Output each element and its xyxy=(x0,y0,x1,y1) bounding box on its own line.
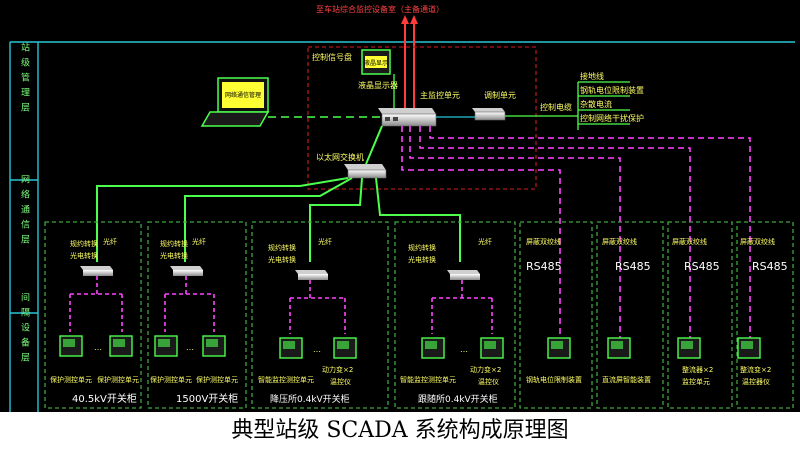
fiber-label: 光纤 xyxy=(318,237,332,246)
converter-label: 规约转换 xyxy=(268,243,296,252)
layer-label-management: 站级管理层 xyxy=(19,41,30,117)
rs485-box-1: 屏蔽双绞线 RS485 钢轨电位限制装置 xyxy=(526,237,582,384)
diagram-caption: 典型站级 SCADA 系统构成原理图 xyxy=(231,418,569,443)
cabinet-frames xyxy=(44,221,794,409)
converter-label: 光电转换 xyxy=(408,255,436,264)
scada-diagram: 站级管理层 网络通信层 间隔设备层 至车站综合监控设备室（主备通道） 控制信号盘… xyxy=(0,0,800,412)
ethernet-switch-label: 以太网交换机 xyxy=(316,152,364,162)
lcd-screen: 液晶显示 xyxy=(361,49,391,75)
laptop-icon: 网络通信管理 xyxy=(200,77,270,127)
device-label: 整流变×2 xyxy=(740,365,771,374)
control-panel-label: 控制信号盘 xyxy=(312,52,352,62)
unit-label: 保护测控单元 xyxy=(196,375,238,384)
modem-label: 调制单元 xyxy=(484,90,516,100)
device-label: 整流器×2 xyxy=(682,365,713,374)
rs485-label: RS485 xyxy=(752,260,788,273)
unit-label: 动力变×2 xyxy=(322,365,353,374)
fiber-trunk-lines xyxy=(96,177,461,262)
main-monitor-unit xyxy=(378,108,437,127)
main-monitor-label: 主监控单元 xyxy=(420,90,460,100)
converter-label: 光电转换 xyxy=(268,255,296,264)
cabinet-follow: 规约转换 光电转换 光纤 … 智能监控测控单元 动力变×2 温控仪 跟随所0.4… xyxy=(400,237,504,405)
control-center-frame xyxy=(307,46,537,190)
signal-item: 控制网络干扰保护 xyxy=(580,113,644,123)
cable-label: 屏蔽双绞线 xyxy=(740,237,775,246)
top-uplink-label: 至车站综合监控设备室（主备通道） xyxy=(316,4,444,14)
cabinet-step-down: 规约转换 光电转换 光纤 … 智能监控测控单元 动力变×2 温控仪 降压所0.4… xyxy=(258,237,357,405)
rs485-label: RS485 xyxy=(615,260,651,273)
rs485-box-2: 屏蔽双绞线 RS485 直流屏智能装置 xyxy=(602,237,651,384)
lcd-monitor-label: 液晶显示器 xyxy=(358,80,398,90)
signal-item: 杂散电流 xyxy=(580,99,612,109)
unit-label: 保护测控单元 xyxy=(97,375,139,384)
cabinet-footer: 40.5kV开关柜 xyxy=(72,392,137,405)
signal-labels: 接地线 钢轨电位限制装置 杂散电流 控制网络干扰保护 xyxy=(580,71,644,123)
layer-label-network: 网络通信层 xyxy=(19,174,30,249)
cabinet-40kv: 规约转换 光电转换 光纤 … 保护测控单元 保护测控单元 40.5kV开关柜 xyxy=(50,237,139,405)
svg-text:…: … xyxy=(313,345,321,354)
converter-label: 规约转换 xyxy=(408,243,436,252)
cable-label: 屏蔽双绞线 xyxy=(672,237,707,246)
svg-text:液晶显示: 液晶显示 xyxy=(364,59,388,67)
svg-text:…: … xyxy=(460,345,468,354)
cabinet-footer: 跟随所0.4kV开关柜 xyxy=(418,393,498,405)
cabinet-footer: 降压所0.4kV开关柜 xyxy=(270,393,350,405)
unit-label: 动力变×2 xyxy=(470,365,501,374)
unit-label: 智能监控测控单元 xyxy=(258,375,314,384)
converter-label: 光电转换 xyxy=(70,251,98,260)
rs485-box-3: 屏蔽双绞线 RS485 整流器×2 监控单元 xyxy=(672,237,720,386)
rs485-box-4: 屏蔽双绞线 RS485 整流变×2 温控器仪 xyxy=(737,237,788,386)
converter-label: 规约转换 xyxy=(160,239,188,248)
layer-column xyxy=(9,41,795,412)
unit-label: 智能监控测控单元 xyxy=(400,375,456,384)
converter-label: 光电转换 xyxy=(160,251,188,260)
device-label: 直流屏智能装置 xyxy=(602,375,651,384)
switch-to-monitor xyxy=(365,125,383,165)
layer-label-bay: 间隔设备层 xyxy=(19,291,30,367)
svg-text:…: … xyxy=(94,343,102,352)
unit-label: 温控仪 xyxy=(478,377,499,386)
svg-text:网络通信管理: 网络通信管理 xyxy=(225,91,261,99)
cable-label: 屏蔽双绞线 xyxy=(602,237,637,246)
signal-item: 接地线 xyxy=(580,71,604,81)
device-label: 钢轨电位限制装置 xyxy=(526,375,582,384)
device-sub-label: 温控器仪 xyxy=(742,377,770,386)
rs485-label: RS485 xyxy=(526,260,562,273)
cabinet-1500v: 规约转换 光电转换 光纤 … 保护测控单元 保护测控单元 1500V开关柜 xyxy=(150,237,238,405)
converter-label: 规约转换 xyxy=(70,239,98,248)
modem-device xyxy=(472,108,506,121)
rs485-lines xyxy=(401,126,751,338)
ethernet-switch xyxy=(344,164,387,179)
cabinet-footer: 1500V开关柜 xyxy=(176,392,238,405)
layer-labels: 站级管理层 网络通信层 间隔设备层 xyxy=(19,41,30,367)
signal-item: 钢轨电位限制装置 xyxy=(580,85,644,95)
cable-label: 屏蔽双绞线 xyxy=(526,237,561,246)
svg-text:…: … xyxy=(186,343,194,352)
fiber-label: 光纤 xyxy=(103,237,117,246)
unit-label: 保护测控单元 xyxy=(150,375,192,384)
uplink-arrows xyxy=(401,15,418,112)
unit-label: 温控仪 xyxy=(330,377,351,386)
fiber-label: 光纤 xyxy=(478,237,492,246)
device-sub-label: 监控单元 xyxy=(682,377,710,386)
rs485-label: RS485 xyxy=(684,260,720,273)
control-cable-label: 控制电缆 xyxy=(540,102,572,112)
unit-label: 保护测控单元 xyxy=(50,375,92,384)
fiber-label: 光纤 xyxy=(192,237,206,246)
